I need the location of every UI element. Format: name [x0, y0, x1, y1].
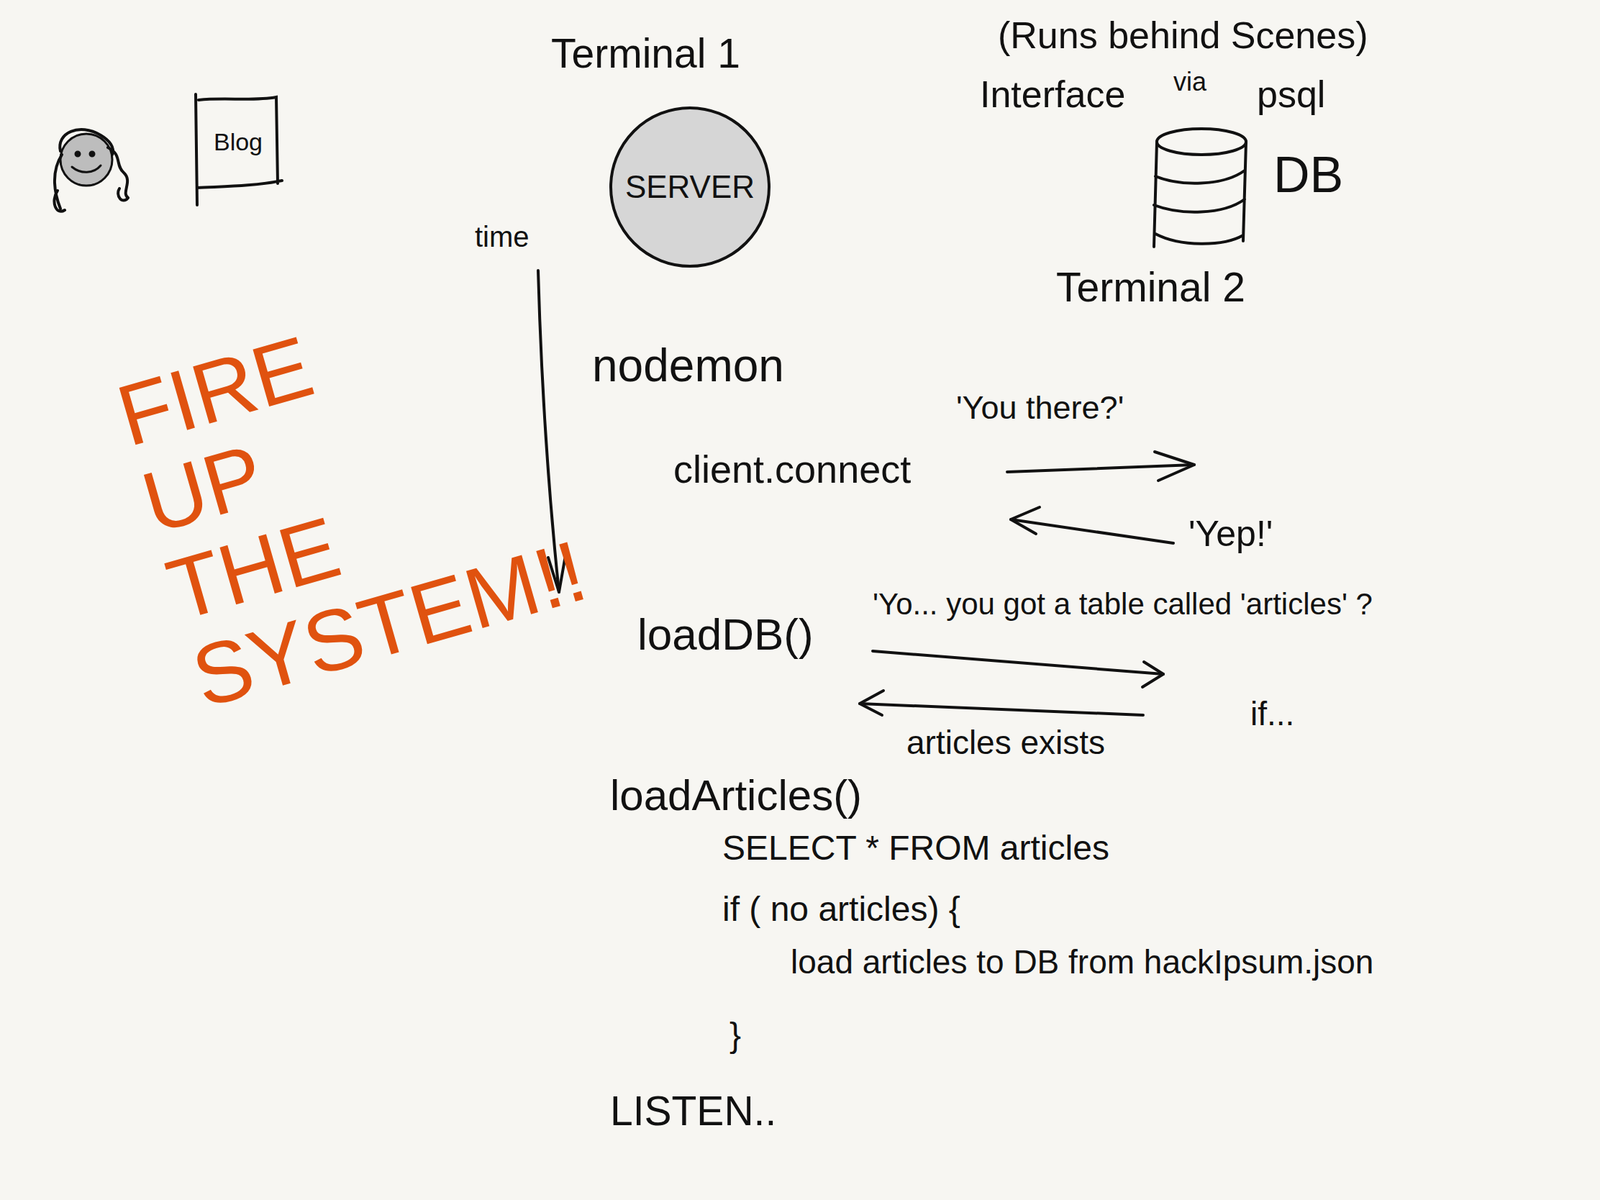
node-label: SERVER [625, 169, 755, 206]
message: 'Yo... you got a table called 'articles'… [872, 586, 1373, 623]
note: (Runs behind Scenes) [997, 12, 1369, 58]
title-shout: FIRE UP THE SYSTEM!! [107, 294, 485, 724]
interface-label: via [1173, 66, 1207, 98]
time-arrow [538, 270, 566, 593]
shape-outline [1151, 125, 1252, 249]
code-line: SELECT * FROM articles [722, 827, 1110, 870]
condition: if... [1250, 694, 1295, 734]
node-label: DB [1273, 146, 1344, 204]
message: articles exists [906, 723, 1106, 763]
code-line: if ( no articles) { [722, 888, 961, 931]
command: LISTEN.. [610, 1086, 777, 1136]
interface-label: Interface [979, 71, 1126, 117]
function-call: client.connect [673, 446, 911, 493]
code-line: load articles to DB from hackIpsum.json [790, 942, 1374, 983]
function-call: loadDB() [637, 607, 814, 662]
node-label: Blog [213, 128, 263, 157]
server-circle: SERVER [608, 105, 772, 269]
terminal-label: Terminal 2 [1056, 262, 1246, 312]
terminal-label: Terminal 1 [551, 28, 741, 78]
code-line: } [729, 1014, 742, 1057]
message: 'You there?' [956, 388, 1124, 428]
axis-label: time [474, 219, 530, 254]
face-illustration [53, 129, 129, 212]
message: 'Yep!' [1188, 512, 1273, 556]
interface-label: psql [1256, 71, 1326, 117]
command: nodemon [592, 338, 785, 394]
blog-page: Blog [195, 97, 281, 200]
database-cylinder: DB [1151, 125, 1252, 249]
message-arrows [859, 451, 1195, 716]
function-call: loadArticles() [610, 769, 862, 822]
